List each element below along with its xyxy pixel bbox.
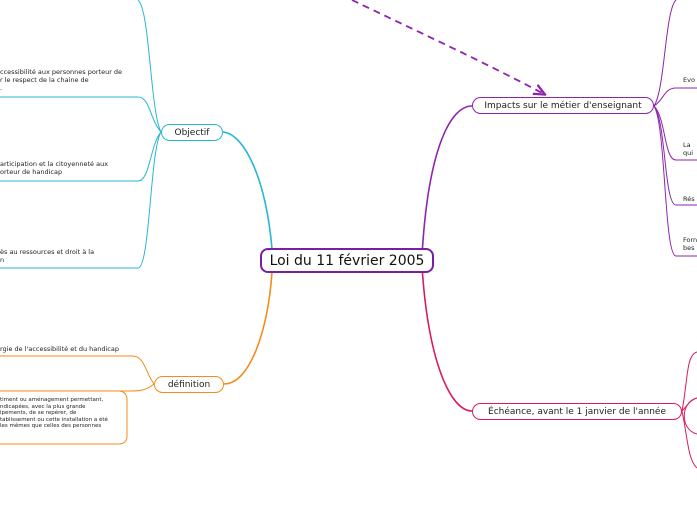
branch-objectif xyxy=(222,131,273,250)
objectif-item-line: ccessibilité aux personnes porteur de xyxy=(0,68,123,76)
branch-impacts-item-3 xyxy=(653,105,697,206)
branch-impacts-upper xyxy=(653,0,677,107)
objectif-item-line: articipation et la citoyenneté aux xyxy=(0,160,109,168)
objectif-item-line: n xyxy=(0,256,5,264)
branch-impacts-item-4 xyxy=(653,105,697,257)
topic-impacts[interactable]: Impacts sur le métier d'enseignant xyxy=(472,97,654,114)
objectif-item[interactable]: ès au ressources et droit à la n xyxy=(0,248,94,264)
impacts-item[interactable]: Rés xyxy=(683,195,695,203)
branch-objectif-item-1 xyxy=(0,96,162,133)
branch-definition xyxy=(223,271,273,385)
branch-echeance-upper xyxy=(681,351,697,412)
definition-item-line: ipements, de se repérer, de xyxy=(0,410,77,417)
branch-impacts-item-1 xyxy=(653,87,697,107)
branch-echeance xyxy=(421,265,473,412)
topic-echeance-label: Échéance, avant le 1 janvier de l'année xyxy=(488,406,666,417)
impacts-item-line: Forn xyxy=(683,236,697,244)
branch-objectif-upper xyxy=(137,0,162,133)
impacts-item-line: Rés xyxy=(683,195,695,203)
definition-item[interactable]: timent ou aménagement permettant, ndicap… xyxy=(0,397,108,430)
definition-item[interactable]: rgie de l'accessibilité et du handicap xyxy=(0,345,119,353)
topic-definition-label: définition xyxy=(167,379,211,390)
definition-item-line: ndicapées, avec la plus grande xyxy=(0,403,86,410)
central-topic-label: Loi du 11 février 2005 xyxy=(269,252,425,269)
branch-echeance-loop xyxy=(683,397,697,435)
relation-arrow xyxy=(351,0,544,94)
branch-definition-item-1 xyxy=(0,355,155,385)
impacts-item-line: bes xyxy=(683,244,695,252)
objectif-item[interactable]: ccessibilité aux personnes porteur de r … xyxy=(0,68,122,92)
topic-objectif[interactable]: Objectif xyxy=(161,124,223,141)
branch-impacts xyxy=(421,105,473,257)
impacts-item-line: qui xyxy=(683,149,694,157)
objectif-item-line: orteur de handicap xyxy=(0,168,63,176)
definition-item-line: les mêmes que celles des personnes xyxy=(0,423,102,430)
branch-objectif-item-3 xyxy=(0,131,162,269)
topic-objectif-label: Objectif xyxy=(174,127,210,138)
objectif-item-line: . xyxy=(0,84,3,92)
objectif-item-line: r le respect de la chaine de xyxy=(0,76,89,84)
definition-item-2-frame xyxy=(0,390,128,445)
objectif-item[interactable]: articipation et la citoyenneté aux orteu… xyxy=(0,160,108,176)
impacts-item[interactable]: Forn bes xyxy=(683,236,697,252)
topic-definition[interactable]: définition xyxy=(154,376,224,393)
definition-item-line: timent ou aménagement permettant, xyxy=(0,397,104,403)
central-topic[interactable]: Loi du 11 février 2005 xyxy=(260,248,434,273)
topic-impacts-label: Impacts sur le métier d'enseignant xyxy=(484,100,642,111)
definition-item-line: tablissement ou cette installation a été xyxy=(0,416,108,423)
definition-item-line: rgie de l'accessibilité et du handicap xyxy=(0,345,119,353)
branch-impacts-item-2 xyxy=(653,105,697,161)
impacts-item-line: La xyxy=(683,141,691,149)
impacts-item[interactable]: Evo xyxy=(683,76,695,84)
topic-echeance[interactable]: Échéance, avant le 1 janvier de l'année xyxy=(472,403,682,420)
objectif-item-line: ès au ressources et droit à la xyxy=(0,248,95,256)
branch-echeance-lower xyxy=(681,410,697,469)
branch-objectif-item-2 xyxy=(0,131,162,182)
impacts-item[interactable]: La qui xyxy=(683,141,693,157)
impacts-item-line: Evo xyxy=(683,76,695,84)
branch-definition-item-2 xyxy=(0,383,155,392)
